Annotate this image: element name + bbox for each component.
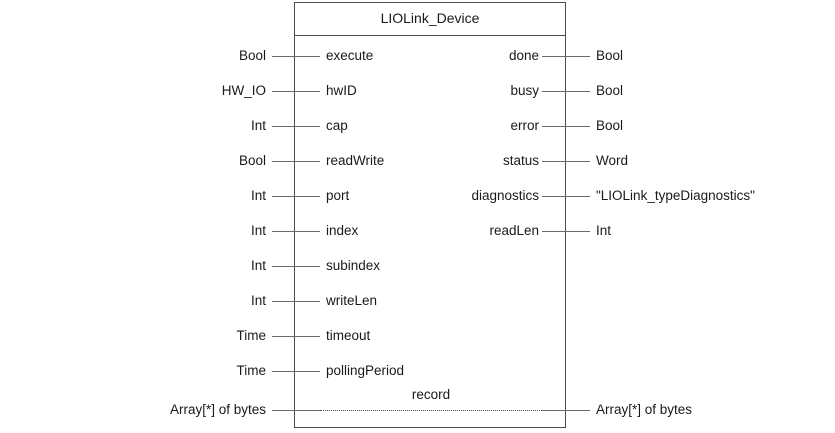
inout-type-label-left: Array[*] of bytes <box>169 402 266 417</box>
output-pin-row: busy Bool <box>0 81 835 101</box>
inout-dotted-line <box>320 410 542 411</box>
output-port-diagnostics[interactable]: diagnostics <box>471 188 539 203</box>
inout-port-record[interactable]: record <box>411 387 451 402</box>
input-port-timeout[interactable]: timeout <box>326 328 371 343</box>
input-connector-line[interactable] <box>272 301 320 302</box>
input-pin-row: HW_IO hwID <box>0 81 835 101</box>
block-header-divider <box>294 35 566 36</box>
output-type-label-status: Word <box>596 153 629 168</box>
output-connector-line[interactable] <box>542 91 590 92</box>
input-type-label-readWrite: Bool <box>238 153 266 168</box>
input-type-label-index: Int <box>250 223 266 238</box>
input-pin-row: Int port <box>0 186 835 206</box>
input-port-execute[interactable]: execute <box>326 48 374 63</box>
input-connector-line[interactable] <box>272 371 320 372</box>
input-connector-line[interactable] <box>272 126 320 127</box>
input-pin-row: Int index <box>0 221 835 241</box>
output-type-label-diagnostics: "LIOLink_typeDiagnostics" <box>596 188 755 203</box>
input-connector-line[interactable] <box>272 91 320 92</box>
output-pin-row: status Word <box>0 151 835 171</box>
block-title: LIOLink_Device <box>380 10 480 26</box>
input-type-label-port: Int <box>250 188 266 203</box>
input-type-label-execute: Bool <box>238 48 266 63</box>
input-port-index[interactable]: index <box>326 223 359 238</box>
output-pin-row: readLen Int <box>0 221 835 241</box>
input-pin-row: Time timeout <box>0 326 835 346</box>
input-connector-line[interactable] <box>272 196 320 197</box>
input-type-label-cap: Int <box>250 118 266 133</box>
block-body <box>294 2 566 428</box>
input-port-hwID[interactable]: hwID <box>326 83 357 98</box>
input-port-port[interactable]: port <box>326 188 350 203</box>
input-connector-line[interactable] <box>272 336 320 337</box>
input-port-readWrite[interactable]: readWrite <box>326 153 385 168</box>
input-type-label-pollingPeriod: Time <box>236 363 267 378</box>
input-port-cap[interactable]: cap <box>326 118 348 133</box>
input-connector-line[interactable] <box>272 56 320 57</box>
output-connector-line[interactable] <box>542 231 590 232</box>
input-connector-line[interactable] <box>272 231 320 232</box>
input-port-pollingPeriod[interactable]: pollingPeriod <box>326 363 405 378</box>
output-port-busy[interactable]: busy <box>510 83 539 98</box>
inout-type-label-right: Array[*] of bytes <box>596 402 693 417</box>
input-type-label-writeLen: Int <box>250 293 266 308</box>
input-type-label-hwID: HW_IO <box>221 83 266 98</box>
output-port-error[interactable]: error <box>510 118 539 133</box>
input-pin-row: Int cap <box>0 116 835 136</box>
output-port-status[interactable]: status <box>502 153 539 168</box>
input-port-subindex[interactable]: subindex <box>326 258 381 273</box>
output-connector-line[interactable] <box>542 56 590 57</box>
output-connector-line[interactable] <box>542 161 590 162</box>
input-pin-row: Time pollingPeriod <box>0 361 835 381</box>
output-connector-line[interactable] <box>542 126 590 127</box>
output-type-label-busy: Bool <box>596 83 624 98</box>
input-pin-row: Bool execute <box>0 46 835 66</box>
output-port-readLen[interactable]: readLen <box>489 223 539 238</box>
input-connector-line[interactable] <box>272 266 320 267</box>
output-type-label-readLen: Int <box>596 223 612 238</box>
output-type-label-error: Bool <box>596 118 624 133</box>
input-pin-row: Int subindex <box>0 256 835 276</box>
input-type-label-subindex: Int <box>250 258 266 273</box>
output-pin-row: error Bool <box>0 116 835 136</box>
input-port-writeLen[interactable]: writeLen <box>326 293 378 308</box>
inout-connector-line-left[interactable] <box>272 410 320 411</box>
output-connector-line[interactable] <box>542 196 590 197</box>
output-port-done[interactable]: done <box>508 48 539 63</box>
output-pin-row: diagnostics "LIOLink_typeDiagnostics" <box>0 186 835 206</box>
inout-connector-line-right[interactable] <box>542 410 590 411</box>
input-type-label-timeout: Time <box>236 328 267 343</box>
output-type-label-done: Bool <box>596 48 624 63</box>
input-pin-row: Bool readWrite <box>0 151 835 171</box>
output-pin-row: done Bool <box>0 46 835 66</box>
input-connector-line[interactable] <box>272 161 320 162</box>
input-pin-row: Int writeLen <box>0 291 835 311</box>
